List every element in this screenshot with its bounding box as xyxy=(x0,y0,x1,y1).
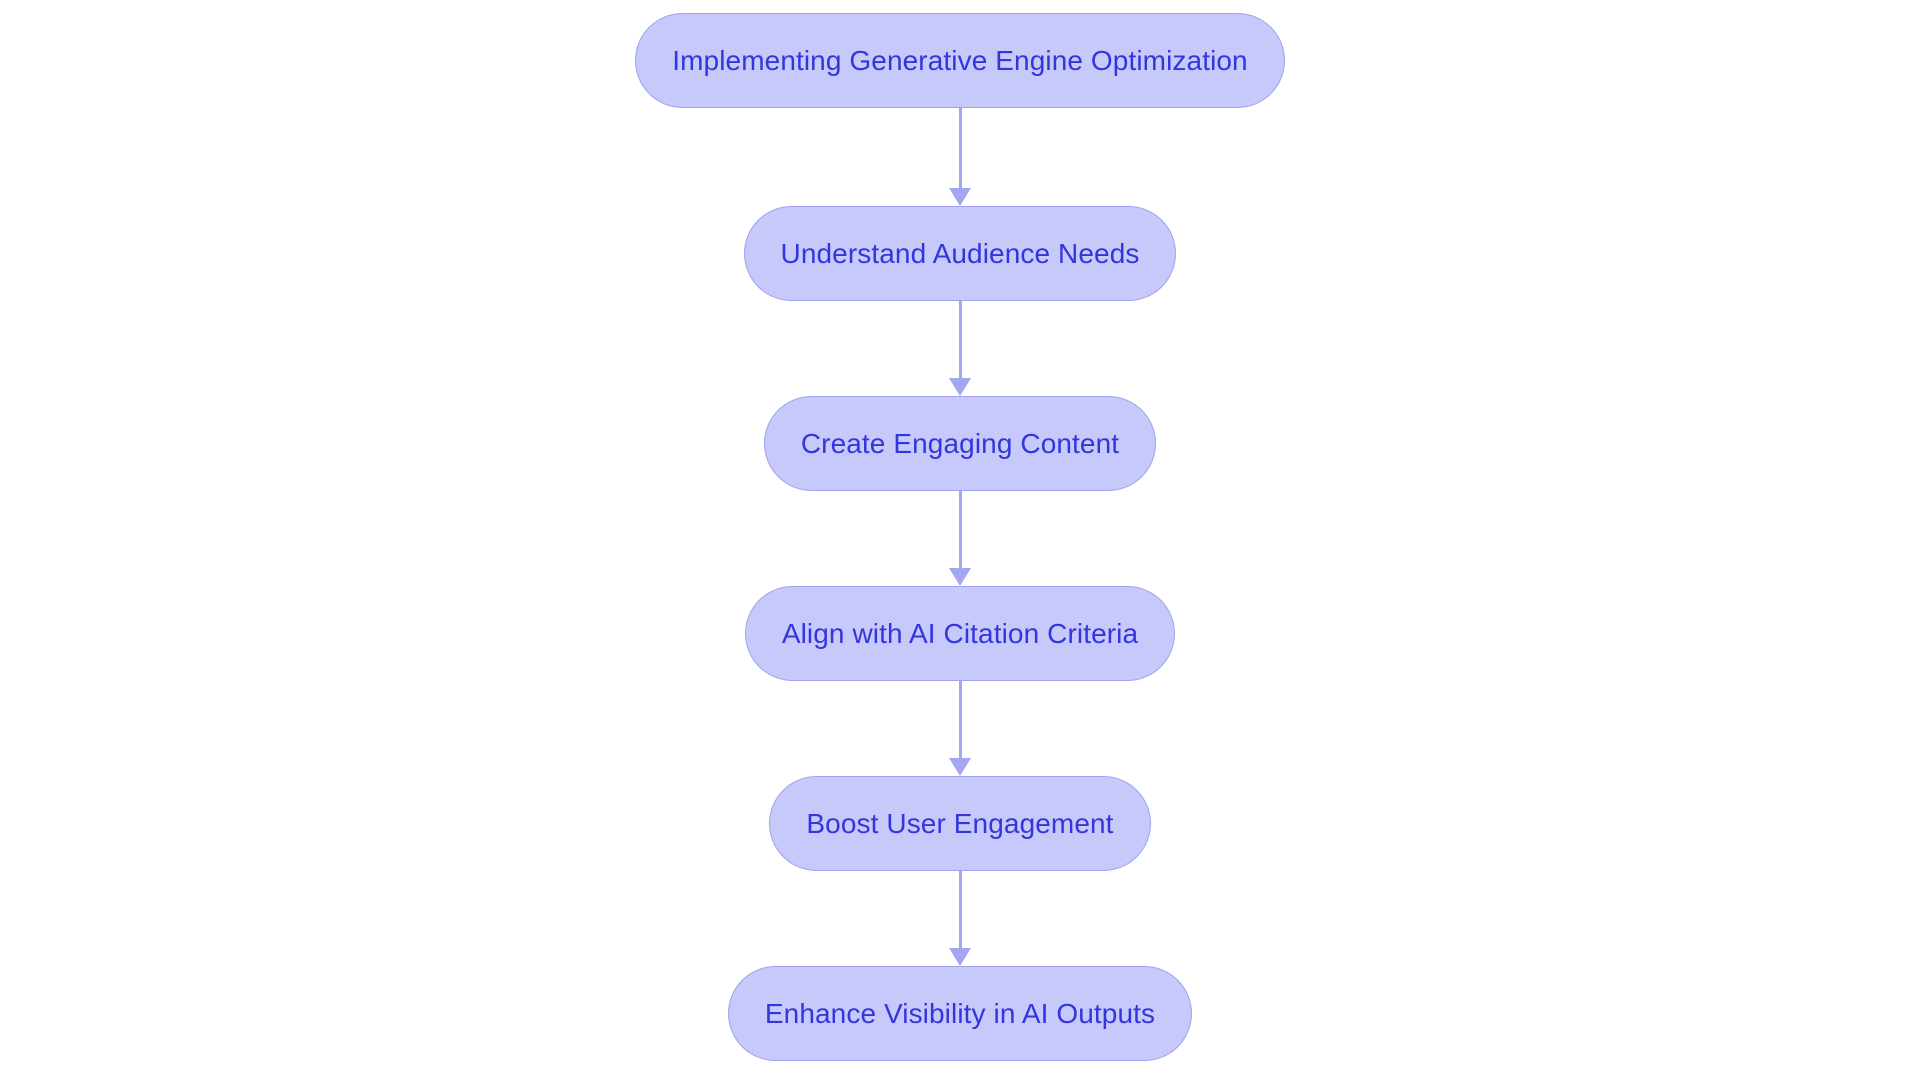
flow-arrow-node4-to-node5 xyxy=(949,681,971,776)
flow-node-label: Create Engaging Content xyxy=(800,427,1120,459)
arrow-head-down-icon xyxy=(949,948,971,966)
arrow-head-down-icon xyxy=(949,758,971,776)
arrow-line xyxy=(958,681,962,759)
arrow-line xyxy=(958,108,962,189)
flow-node-label: Align with AI Citation Criteria xyxy=(781,617,1139,649)
flow-node-label: Boost User Engagement xyxy=(806,807,1114,839)
flow-node-implementing-generative-engine-optimization[interactable]: Implementing Generative Engine Optimizat… xyxy=(635,13,1285,108)
arrow-head-down-icon xyxy=(949,568,971,586)
flow-arrow-node1-to-node2 xyxy=(949,108,971,206)
flow-node-enhance-visibility-in-ai-outputs[interactable]: Enhance Visibility in AI Outputs xyxy=(727,966,1193,1061)
flow-node-boost-user-engagement[interactable]: Boost User Engagement xyxy=(769,776,1151,871)
flow-node-align-with-ai-citation-criteria[interactable]: Align with AI Citation Criteria xyxy=(744,586,1176,681)
arrow-line xyxy=(958,491,962,569)
arrow-head-down-icon xyxy=(949,378,971,396)
top-spacer xyxy=(960,0,961,13)
flow-node-create-engaging-content[interactable]: Create Engaging Content xyxy=(763,396,1157,491)
flow-arrow-node2-to-node3 xyxy=(949,301,971,396)
flow-node-understand-audience-needs[interactable]: Understand Audience Needs xyxy=(743,206,1177,301)
flow-node-label: Understand Audience Needs xyxy=(780,237,1140,269)
flow-node-label: Enhance Visibility in AI Outputs xyxy=(764,997,1156,1029)
arrow-line xyxy=(958,871,962,949)
arrow-line xyxy=(958,301,962,379)
flow-arrow-node3-to-node4 xyxy=(949,491,971,586)
flow-node-label: Implementing Generative Engine Optimizat… xyxy=(672,44,1248,76)
flow-arrow-node5-to-node6 xyxy=(949,871,971,966)
arrow-head-down-icon xyxy=(949,188,971,206)
